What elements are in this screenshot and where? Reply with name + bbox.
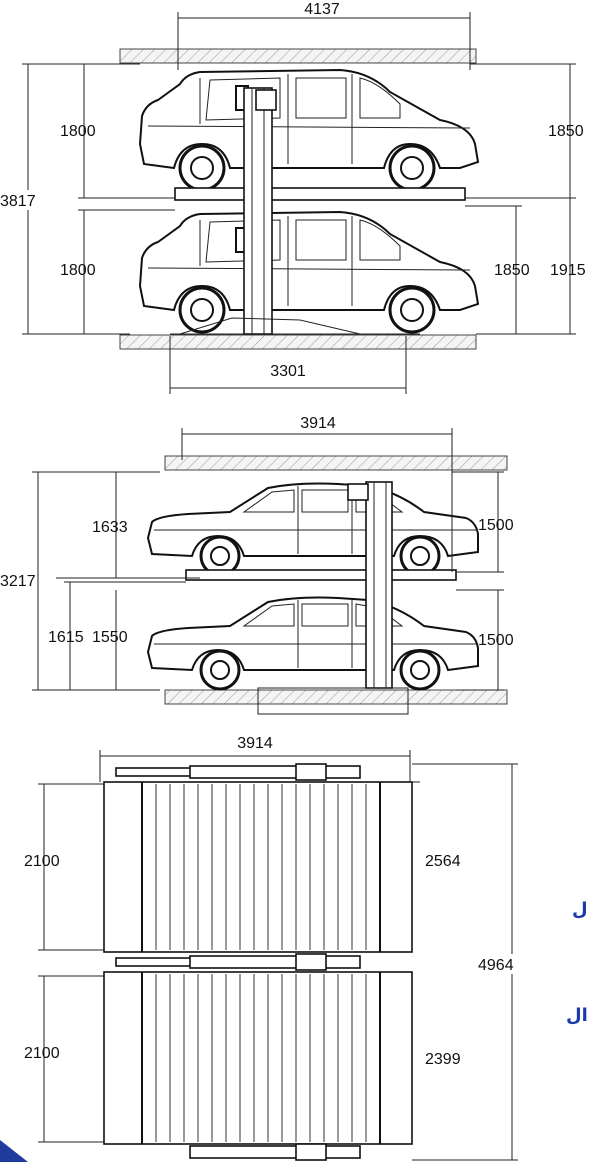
dim-label: 1850	[494, 262, 530, 279]
dim-right-lower: 1850	[465, 205, 530, 335]
dim-left-lower: 2100	[24, 975, 104, 1143]
floor-slab	[119, 334, 477, 350]
dim-right-upper: 1500	[452, 471, 514, 573]
lift-column	[347, 481, 393, 689]
dim-label: 2399	[425, 1051, 461, 1068]
dim-label: 1800	[60, 262, 96, 279]
dim-label: 1800	[60, 123, 96, 140]
dim-top-width: 3914	[181, 415, 453, 572]
dim-label: 4964	[478, 957, 514, 974]
dim-label: 1915	[550, 262, 586, 279]
dim-left-upper: 2100	[24, 783, 104, 951]
upper-platform	[174, 187, 466, 201]
dim-left-lower-outer: 1615	[48, 581, 186, 690]
side-text-line-2: ال	[566, 1005, 588, 1026]
dim-label: 2564	[425, 853, 461, 870]
diagram-1-side-view-suv: 4137 3817 1800 1800 1850	[0, 1, 586, 394]
dim-right-total: 4964	[412, 763, 530, 1161]
dim-top-width: 4137	[177, 1, 471, 70]
dim-left-total: 3817	[0, 63, 140, 335]
corner-accent-shape	[0, 1140, 28, 1162]
upper-sedan	[146, 482, 480, 577]
upper-platform-plan	[103, 763, 413, 953]
lower-sedan	[146, 596, 480, 691]
dim-label: 4137	[304, 1, 340, 18]
diagram-3-top-view-platforms: 3914 2100 2100 2564 2399 4964	[24, 735, 530, 1161]
side-text-line-1: ل	[572, 899, 588, 920]
dim-left-total: 3217	[0, 471, 200, 691]
ceiling-slab	[119, 48, 477, 64]
diagram-2-side-view-sedan: 3914 3217 1633 1615 1550 1500	[0, 415, 514, 715]
upper-suv	[138, 68, 480, 192]
dim-right-upper: 2564	[412, 781, 461, 870]
lift-column	[243, 87, 277, 335]
dim-label: 3217	[0, 573, 36, 590]
dim-right-upper: 1850	[465, 63, 584, 199]
floor-slab	[164, 689, 508, 705]
dim-label: 2100	[24, 1045, 60, 1062]
lower-suv	[138, 210, 480, 334]
dim-label: 2100	[24, 853, 60, 870]
dim-left-lower: 1800	[60, 209, 175, 334]
dim-label: 3301	[270, 363, 306, 380]
dim-label: 3914	[237, 735, 273, 752]
dim-label: 1550	[92, 629, 128, 646]
dim-label: 3914	[300, 415, 336, 432]
dim-label: 1615	[48, 629, 84, 646]
upper-platform	[185, 569, 457, 581]
dim-right-lower: 2399	[425, 1051, 461, 1068]
dim-label: 1500	[478, 517, 514, 534]
dim-left-upper: 1800	[60, 64, 175, 199]
dim-top-width: 3914	[99, 735, 411, 782]
dim-base-width: 3301	[169, 336, 407, 394]
base-pit-outline	[257, 687, 409, 715]
dim-label: 1850	[548, 123, 584, 140]
dim-label: 1633	[92, 519, 128, 536]
dim-left-upper: 1633	[92, 472, 128, 578]
dim-label: 3817	[0, 193, 36, 210]
dim-label: 1500	[478, 632, 514, 649]
ceiling-slab	[164, 455, 508, 471]
dim-left-lower-inner: 1550	[92, 590, 128, 690]
dim-right-total: 1915	[522, 198, 586, 335]
dim-right-lower: 1500	[456, 589, 514, 691]
lower-platform-plan	[103, 953, 413, 1161]
